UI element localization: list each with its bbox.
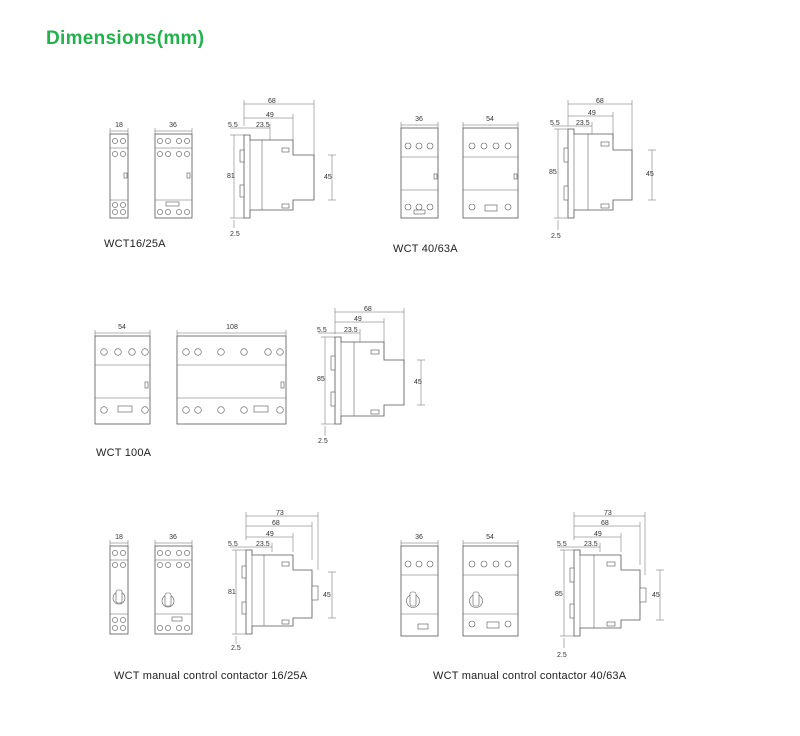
front-view-36mm: 36 bbox=[400, 534, 439, 637]
dim-width-18: 18 bbox=[115, 534, 123, 541]
dim-height-45: 45 bbox=[652, 592, 660, 599]
dim-bottom-2-5: 2.5 bbox=[557, 652, 567, 659]
front-view-36mm: 36 bbox=[154, 534, 193, 635]
dim-depth-23-5: 23.5 bbox=[256, 122, 270, 129]
diagram-wct-16-25a: 18 36 68 49 bbox=[109, 98, 336, 238]
dim-width-108: 108 bbox=[226, 324, 238, 331]
dim-depth-68: 68 bbox=[596, 98, 604, 105]
front-view-54mm: 54 bbox=[94, 324, 151, 425]
dim-depth-73: 73 bbox=[276, 510, 284, 517]
dim-height-81: 81 bbox=[228, 589, 236, 596]
dim-width-36: 36 bbox=[169, 534, 177, 541]
dim-depth-49: 49 bbox=[266, 112, 274, 119]
dim-depth-49: 49 bbox=[594, 531, 602, 538]
diagram-manual-16-25a: 18 36 73 68 bbox=[109, 510, 336, 652]
front-view-36mm: 36 bbox=[400, 116, 439, 219]
front-view-18mm: 18 bbox=[109, 534, 129, 635]
dim-height-85: 85 bbox=[317, 376, 325, 383]
side-view: 68 49 5.5 23.5 85 45 2.5 bbox=[549, 98, 656, 240]
dim-depth-49: 49 bbox=[588, 110, 596, 117]
dim-depth-5-5: 5.5 bbox=[317, 327, 327, 334]
dim-height-45: 45 bbox=[324, 174, 332, 181]
dim-height-81: 81 bbox=[227, 173, 235, 180]
dim-depth-68: 68 bbox=[268, 98, 276, 105]
side-view: 73 68 49 5.5 23.5 85 45 2.5 bbox=[555, 510, 664, 659]
front-view-108mm: 108 bbox=[176, 324, 287, 425]
side-view: 68 49 5.5 23.5 85 45 2.5 bbox=[317, 306, 425, 445]
dim-depth-23-5: 23.5 bbox=[344, 327, 358, 334]
front-view-54mm: 54 bbox=[462, 116, 519, 219]
side-view: 73 68 49 5.5 23.5 81 45 2.5 bbox=[228, 510, 336, 652]
diagram-manual-40-63a: 36 54 73 68 49 bbox=[400, 510, 664, 659]
front-view-54mm: 54 bbox=[462, 534, 519, 637]
dim-height-85: 85 bbox=[555, 591, 563, 598]
dim-width-54: 54 bbox=[486, 534, 494, 541]
caption-manual-16-25a: WCT manual control contactor 16/25A bbox=[114, 670, 308, 682]
dim-bottom-2-5: 2.5 bbox=[551, 233, 561, 240]
dim-depth-5-5: 5.5 bbox=[228, 541, 238, 548]
dim-depth-5-5: 5.5 bbox=[228, 122, 238, 129]
dim-depth-73: 73 bbox=[604, 510, 612, 517]
dim-width-36: 36 bbox=[415, 116, 423, 123]
dim-depth-68: 68 bbox=[272, 520, 280, 527]
dim-bottom-2-5: 2.5 bbox=[231, 645, 241, 652]
diagram-wct-100a: 54 108 68 49 5.5 23.5 bbox=[94, 306, 425, 445]
dim-depth-5-5: 5.5 bbox=[557, 541, 567, 548]
page-title: Dimensions(mm) bbox=[46, 28, 205, 49]
dim-height-85: 85 bbox=[549, 169, 557, 176]
dim-width-54: 54 bbox=[118, 324, 126, 331]
dim-depth-23-5: 23.5 bbox=[584, 541, 598, 548]
dim-width-36: 36 bbox=[169, 122, 177, 129]
dim-bottom-2-5: 2.5 bbox=[318, 438, 328, 445]
dim-width-54: 54 bbox=[486, 116, 494, 123]
front-view-18mm: 18 bbox=[109, 122, 129, 219]
dim-depth-5-5: 5.5 bbox=[550, 120, 560, 127]
dim-depth-23-5: 23.5 bbox=[576, 120, 590, 127]
diagram-wct-40-63a: 36 54 68 49 5.5 23.5 bbox=[400, 98, 656, 240]
dim-height-45: 45 bbox=[646, 171, 654, 178]
dim-width-36: 36 bbox=[415, 534, 423, 541]
dim-depth-49: 49 bbox=[354, 316, 362, 323]
dim-depth-68: 68 bbox=[601, 520, 609, 527]
dim-depth-49: 49 bbox=[266, 531, 274, 538]
caption-wct-40-63a: WCT 40/63A bbox=[393, 243, 458, 255]
dim-depth-68: 68 bbox=[364, 306, 372, 313]
caption-manual-40-63a: WCT manual control contactor 40/63A bbox=[433, 670, 627, 682]
dim-depth-23-5: 23.5 bbox=[256, 541, 270, 548]
dim-height-45: 45 bbox=[414, 379, 422, 386]
side-view: 68 49 5.5 23.5 81 45 2.5 bbox=[227, 98, 336, 238]
caption-wct-100a: WCT 100A bbox=[96, 447, 152, 459]
dim-height-45: 45 bbox=[323, 592, 331, 599]
front-view-36mm: 36 bbox=[154, 122, 193, 219]
caption-wct-16-25a: WCT16/25A bbox=[104, 238, 166, 250]
dim-width-18: 18 bbox=[115, 122, 123, 129]
dim-bottom-2-5: 2.5 bbox=[230, 231, 240, 238]
